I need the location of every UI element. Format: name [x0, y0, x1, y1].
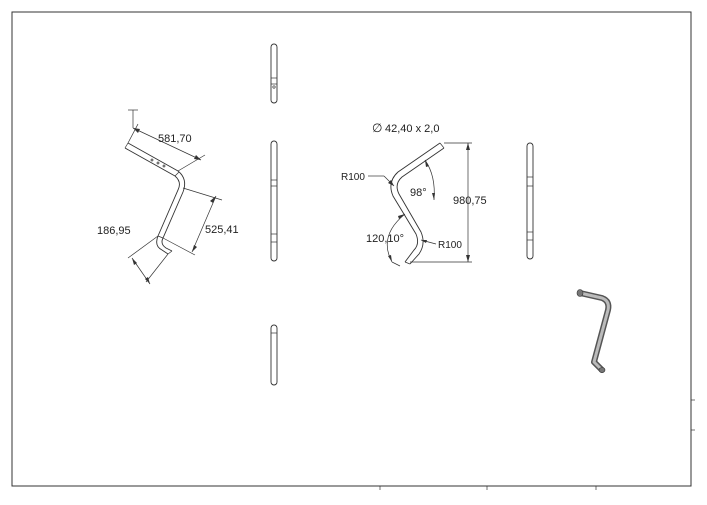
left-view: 581,70 525,41 186,95 [97, 109, 239, 285]
dim-overall-height: 980,75 [410, 142, 487, 263]
left-view-tube [124, 142, 186, 255]
angle-lower-label: 120,10° [366, 233, 404, 245]
angle-lower: 120,10° [366, 213, 406, 267]
dim-186-95: 186,95 [97, 225, 169, 285]
dim-label-581-70: 581,70 [158, 133, 192, 145]
front-view: ∅ 42,40 x 2,0 R100 98° 120,10° [341, 121, 487, 267]
angle-upper-label: 98° [410, 187, 427, 199]
bottom-view-tube [270, 324, 278, 386]
side-view-tube-right [526, 142, 534, 260]
bend-radius-lower-label: R100 [438, 240, 462, 251]
angle-upper: 98° [410, 159, 435, 201]
dim-label-525-41: 525,41 [205, 224, 239, 236]
top-view-tube [270, 43, 278, 104]
isometric-view [576, 289, 612, 373]
tube-spec-label: 42,40 x 2,0 [385, 123, 439, 135]
sheet-border [11, 11, 695, 490]
bend-radius-upper-label: R100 [341, 172, 365, 183]
tube-spec-callout: ∅ 42,40 x 2,0 [372, 121, 439, 135]
bend-radius-upper: R100 [341, 172, 395, 187]
front-view-tube [390, 142, 445, 265]
dim-label-186-95: 186,95 [97, 225, 131, 237]
dim-581-70: 581,70 [127, 109, 206, 172]
dim-label-980-75: 980,75 [453, 195, 487, 207]
dim-525-41: 525,41 [162, 187, 239, 256]
side-view-tube-center [270, 140, 278, 262]
diameter-symbol: ∅ [372, 121, 382, 135]
bend-radius-lower: R100 [420, 239, 462, 251]
